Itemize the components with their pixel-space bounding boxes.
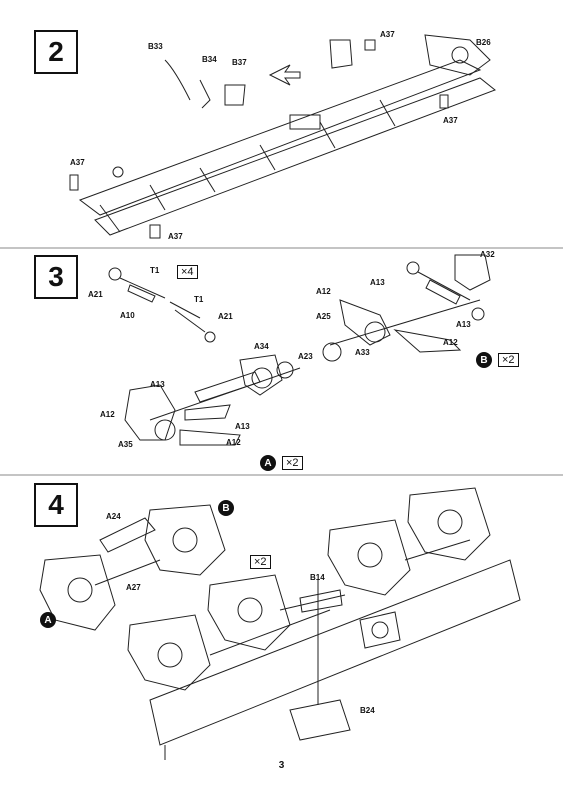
- step2-chassis-frame: [69, 34, 496, 239]
- part-label-a13-c: A13: [150, 380, 165, 389]
- reference-badge-b: B: [476, 352, 492, 368]
- step3-halfshafts: [108, 254, 491, 446]
- step4-suspension: [39, 487, 521, 760]
- step-4-number: 4: [34, 483, 78, 527]
- part-label-a13-d: A13: [235, 422, 250, 431]
- part-label-b24: B24: [360, 706, 375, 715]
- part-label-a12-a: A12: [316, 287, 331, 296]
- part-label-a24: A24: [106, 512, 121, 521]
- part-label-a37-bottom: A37: [168, 232, 183, 241]
- part-label-b14: B14: [310, 573, 325, 582]
- part-label-a37-left: A37: [70, 158, 85, 167]
- part-label-a21-left: A21: [88, 290, 103, 299]
- part-label-a13-b: A13: [456, 320, 471, 329]
- part-label-a13-a: A13: [370, 278, 385, 287]
- step-3-number: 3: [34, 255, 78, 299]
- part-label-a35: A35: [118, 440, 133, 449]
- part-label-a25: A25: [316, 312, 331, 321]
- part-label-b26: B26: [476, 38, 491, 47]
- part-label-a27: A27: [126, 583, 141, 592]
- reference-badge-a-step4: A: [40, 612, 56, 628]
- reference-badge-a: A: [260, 455, 276, 471]
- part-label-a32: A32: [480, 250, 495, 259]
- page-number: 3: [278, 760, 285, 771]
- part-label-a37-right: A37: [443, 116, 458, 125]
- part-label-b33: B33: [148, 42, 163, 51]
- quantity-x2-step4: ×2: [250, 555, 271, 569]
- quantity-x4: ×4: [177, 265, 198, 279]
- part-label-a21-right: A21: [218, 312, 233, 321]
- quantity-x2-b: ×2: [498, 353, 519, 367]
- part-label-a34: A34: [254, 342, 269, 351]
- part-label-a12-d: A12: [226, 438, 241, 447]
- part-label-a23: A23: [298, 352, 313, 361]
- part-label-a12-b: A12: [443, 338, 458, 347]
- step-2-number: 2: [34, 30, 78, 74]
- part-label-a33: A33: [355, 348, 370, 357]
- part-label-a10: A10: [120, 311, 135, 320]
- part-label-b34: B34: [202, 55, 217, 64]
- part-label-t1-b: T1: [194, 295, 204, 304]
- part-label-b37: B37: [232, 58, 247, 67]
- part-label-t1-a: T1: [150, 266, 160, 275]
- part-label-a12-c: A12: [100, 410, 115, 419]
- quantity-x2-a: ×2: [282, 456, 303, 470]
- reference-badge-b-step4: B: [218, 500, 234, 516]
- part-label-a37-top: A37: [380, 30, 395, 39]
